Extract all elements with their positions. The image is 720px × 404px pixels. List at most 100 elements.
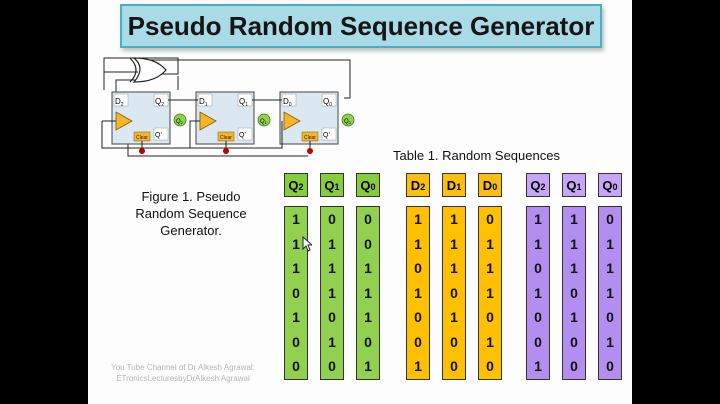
ff0-d-label: D0	[283, 97, 292, 108]
table-cell: 1	[534, 284, 542, 301]
table-cell: 0	[486, 358, 494, 374]
table-cell: 1	[570, 211, 578, 227]
table-cell: 1	[328, 260, 336, 276]
ff1-clear-label: Clear	[220, 135, 232, 141]
table-cell: 1	[486, 260, 494, 276]
flipflop-0: D0 Q0 Q' Clear Q0	[279, 91, 355, 145]
table-cell: 0	[414, 309, 422, 325]
table-cell: 1	[570, 260, 578, 276]
header-letter: Q	[530, 177, 541, 193]
table-cell: 0	[570, 358, 578, 374]
table-cell: 0	[486, 211, 494, 227]
table-cell: 1	[450, 309, 458, 325]
ff0-clear-label: Clear	[304, 135, 316, 141]
table-cell: 1	[292, 260, 300, 276]
table-cell: 1	[328, 235, 336, 252]
header-letter: Q	[566, 177, 577, 193]
table-cell: 1	[364, 309, 372, 325]
ff1-q-label: Q1	[239, 97, 248, 108]
table-cell: 1	[606, 284, 614, 301]
ff2-q-label: Q2	[155, 97, 164, 108]
table-cell: 1	[414, 211, 422, 227]
ff0-q-label: Q0	[323, 97, 332, 108]
table-cell: 0	[534, 260, 542, 276]
header-letter: D	[446, 177, 457, 193]
table-cell: 1	[486, 284, 494, 301]
table-cell: 0	[606, 309, 614, 325]
table-cell: 0	[606, 211, 614, 227]
flipflop-2: D2 Q2 Q' Clear Q2	[111, 91, 187, 145]
table-cell: 1	[414, 358, 422, 374]
header-letter: Q	[602, 177, 613, 193]
right-letterbox-bar	[632, 0, 720, 404]
table-cell: 1	[414, 284, 422, 301]
table-cell: 0	[364, 333, 372, 350]
ff1-d-label: D1	[199, 97, 208, 108]
table-cell: 1	[292, 235, 300, 252]
table-cell: 1	[534, 211, 542, 227]
header-subscript: 2	[540, 182, 546, 192]
slide-title: Pseudo Random Sequence Generator	[120, 4, 602, 48]
header-letter: Q	[324, 177, 335, 193]
ff2-clear-label: Clear	[136, 135, 148, 141]
table-cell: 0	[328, 309, 336, 325]
table-cell: 0	[570, 333, 578, 350]
table-cell: 0	[292, 284, 300, 301]
table-cell: 1	[450, 235, 458, 252]
table-caption: Table 1. Random Sequences	[393, 148, 560, 163]
table-cell: 1	[534, 235, 542, 252]
header-subscript: 1	[456, 182, 462, 192]
ff1-out-led: Q1	[260, 119, 268, 125]
header-subscript: 0	[492, 182, 498, 192]
table-cell: 0	[570, 284, 578, 301]
table-cell: 1	[414, 235, 422, 252]
watermark-line-1: You Tube Channel of Dr Alkesh Agrawal:	[111, 363, 255, 372]
table-cell: 0	[292, 358, 300, 374]
table-cell: 1	[328, 333, 336, 350]
circuit-diagram: D2 Q2 Q' Clear Q2 D1 Q1 Q' Clear Q1	[101, 57, 355, 157]
flipflop-1: D1 Q1 Q' Clear Q1	[195, 91, 271, 145]
clear-buttons	[139, 141, 313, 154]
table-cell: 1	[534, 358, 542, 374]
header-subscript: 0	[370, 182, 376, 192]
table-cell: 0	[450, 358, 458, 374]
table-cell: 1	[486, 333, 494, 350]
xor-gate-icon	[132, 57, 167, 83]
table-cell: 1	[364, 260, 372, 276]
ff2-d-label: D2	[115, 97, 124, 108]
table-cell: 0	[450, 284, 458, 301]
table-cell: 1	[606, 235, 614, 252]
header-letter: D	[410, 177, 421, 193]
table-cell: 0	[534, 333, 542, 350]
ff2-qbar-label: Q'	[155, 132, 162, 139]
left-letterbox-bar	[0, 0, 88, 404]
table-cell: 0	[534, 309, 542, 325]
table-cell: 0	[606, 358, 614, 374]
column-q-next-q2: 1 1 0 1 0 0 1	[526, 206, 550, 380]
header-subscript: 2	[298, 182, 304, 192]
table-cell: 1	[292, 211, 300, 227]
figure-caption: Figure 1. Pseudo Random Sequence Generat…	[135, 189, 247, 238]
table-cell: 0	[364, 235, 372, 252]
table-cell: 0	[414, 260, 422, 276]
table-cell: 0	[364, 211, 372, 227]
header-subscript: 1	[334, 182, 340, 192]
header-letter: Q	[360, 177, 371, 193]
table-cell: 1	[364, 284, 372, 301]
table-cell: 1	[292, 309, 300, 325]
table-cell: 0	[328, 358, 336, 374]
ff1-qbar-label: Q'	[239, 132, 246, 139]
